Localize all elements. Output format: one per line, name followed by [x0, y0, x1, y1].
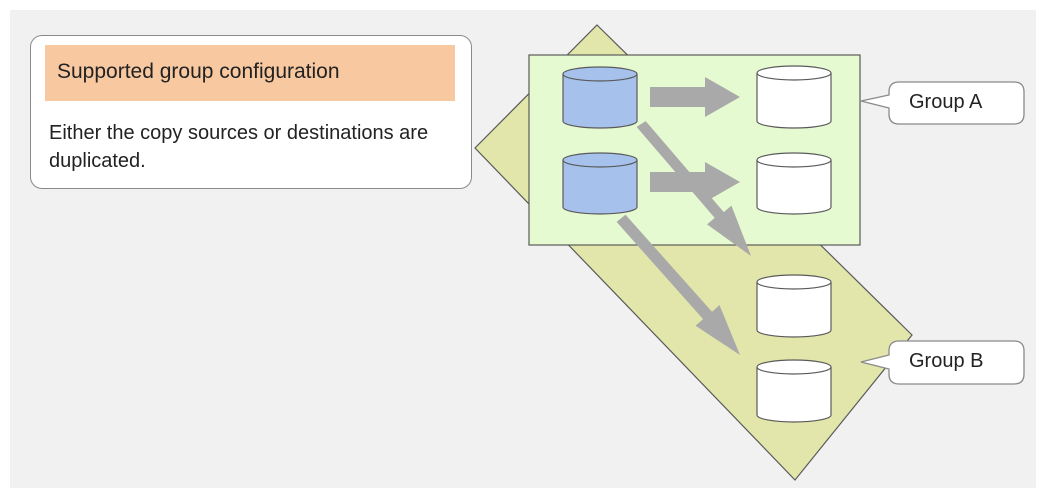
- group-a-callout: [860, 81, 1025, 125]
- destination-volume: [756, 152, 832, 215]
- copy-arrow: [616, 214, 740, 355]
- note-box: Supported group configuration Either the…: [30, 35, 472, 189]
- note-title-bar: Supported group configuration: [45, 45, 455, 101]
- destination-volume: [756, 274, 832, 338]
- destination-volume: [756, 65, 832, 129]
- source-volume: [562, 66, 638, 129]
- copy-arrow: [636, 121, 751, 256]
- group-b-label: Group B: [909, 350, 984, 372]
- group-b-callout: [860, 340, 1025, 385]
- destination-volume: [756, 359, 832, 423]
- source-volume: [562, 152, 638, 215]
- copy-arrow: [650, 77, 740, 117]
- note-body: Either the copy sources or destinations …: [49, 122, 429, 172]
- note-title: Supported group configuration: [57, 60, 340, 83]
- group-a-label: Group A: [909, 91, 983, 113]
